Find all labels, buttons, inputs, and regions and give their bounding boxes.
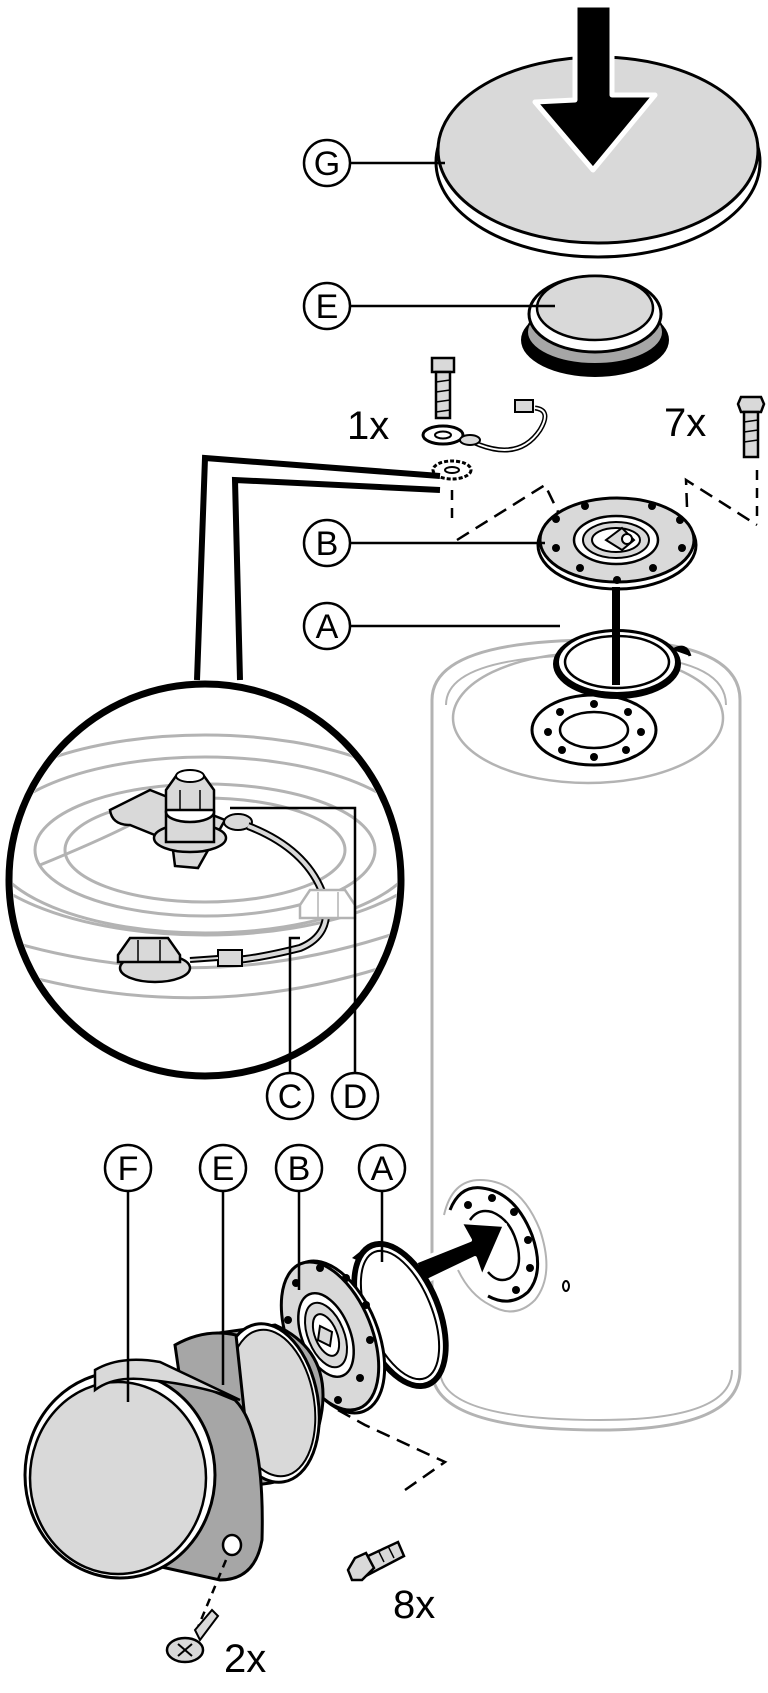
flange-screw-top — [736, 395, 766, 523]
insert-side-arrow — [413, 1220, 507, 1284]
insert-down-arrow — [532, 2, 658, 173]
callout-b-bottom-label: B — [288, 1150, 311, 1188]
flange-screw-bottom — [346, 1540, 406, 1582]
callout-e-top-label: E — [316, 288, 339, 326]
callout-a-top: A — [302, 601, 352, 651]
bottom-flange-leader — [337, 1408, 448, 1492]
callout-g: G — [302, 138, 352, 188]
callout-f-label: F — [118, 1150, 139, 1188]
quantity-label-cover-screws: 2x — [224, 1637, 266, 1681]
callout-e-bottom-label: E — [212, 1150, 235, 1188]
tank-top-flange-opening — [530, 693, 658, 767]
top-flange-leader-right — [684, 477, 758, 527]
callout-a-top-label: A — [316, 608, 339, 646]
quantity-label-flange-screws-bottom: 8x — [393, 1583, 435, 1627]
detail-magnifier — [5, 454, 441, 1080]
callout-d-label: D — [343, 1078, 368, 1116]
callout-g-label: G — [314, 145, 340, 183]
callout-b-top: B — [302, 518, 352, 568]
callout-a-bottom-label: A — [371, 1150, 394, 1188]
quantity-label-flange-screws-top: 7x — [664, 401, 706, 445]
quantity-label-ground-screw: 1x — [347, 404, 389, 448]
callout-b-bottom: B — [274, 1143, 324, 1193]
top-flange-leader-left — [456, 483, 564, 542]
cover-screw — [165, 1559, 228, 1664]
storage-tank — [430, 638, 742, 1432]
leader-d — [230, 806, 357, 1072]
callout-c: C — [265, 1071, 315, 1121]
callout-a-bottom: A — [357, 1143, 407, 1193]
callout-e-bottom: E — [198, 1143, 248, 1193]
callout-c-label: C — [278, 1078, 303, 1116]
callout-e-top: E — [302, 281, 352, 331]
ground-screw-assembly — [421, 356, 548, 520]
callout-b-top-label: B — [316, 525, 339, 563]
callout-d: D — [330, 1071, 380, 1121]
insulation-cap-e-top — [521, 274, 669, 377]
leader-c — [288, 936, 300, 1072]
front-cover-f — [23, 1358, 264, 1582]
gasket-a-top — [553, 615, 692, 699]
callout-f: F — [103, 1143, 153, 1193]
